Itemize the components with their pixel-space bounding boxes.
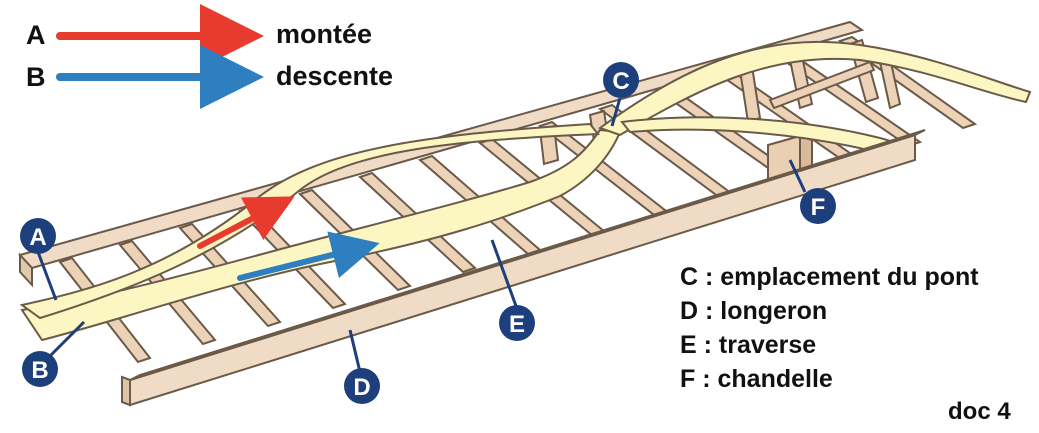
ascent-direction-arrow <box>197 196 295 249</box>
marker-b-circle <box>22 351 58 387</box>
marker-a-circle <box>20 218 56 254</box>
legend-letter-a: A <box>26 20 46 50</box>
legend-letter-b: B <box>26 62 46 92</box>
ascent-track <box>19 40 1032 320</box>
legend-label-montee: montée <box>276 19 373 49</box>
marker-f-circle <box>800 188 836 224</box>
marker-e-circle <box>499 305 535 341</box>
marker-c-circle <box>603 62 639 98</box>
legend-label-descente: descente <box>276 61 394 91</box>
marker-d-circle <box>344 368 380 404</box>
key-item-e: E : traverse <box>680 331 817 359</box>
marker-f-label: F <box>811 194 826 221</box>
marker-e-label: E <box>509 311 525 338</box>
key-item-d: D : longeron <box>680 297 828 325</box>
key-item-f: F : chandelle <box>680 365 833 393</box>
marker-c-label: C <box>612 68 629 95</box>
front-stringer-longeron <box>121 129 926 407</box>
descent-direction-arrow <box>237 231 380 281</box>
marker-b-label: B <box>31 357 48 384</box>
marker-pointers <box>36 97 807 373</box>
key-item-c: C : emplacement du pont <box>680 263 979 291</box>
marker-d-label: D <box>353 374 370 401</box>
marker-a-label: A <box>29 224 46 251</box>
doc-label: doc 4 <box>948 398 1011 425</box>
